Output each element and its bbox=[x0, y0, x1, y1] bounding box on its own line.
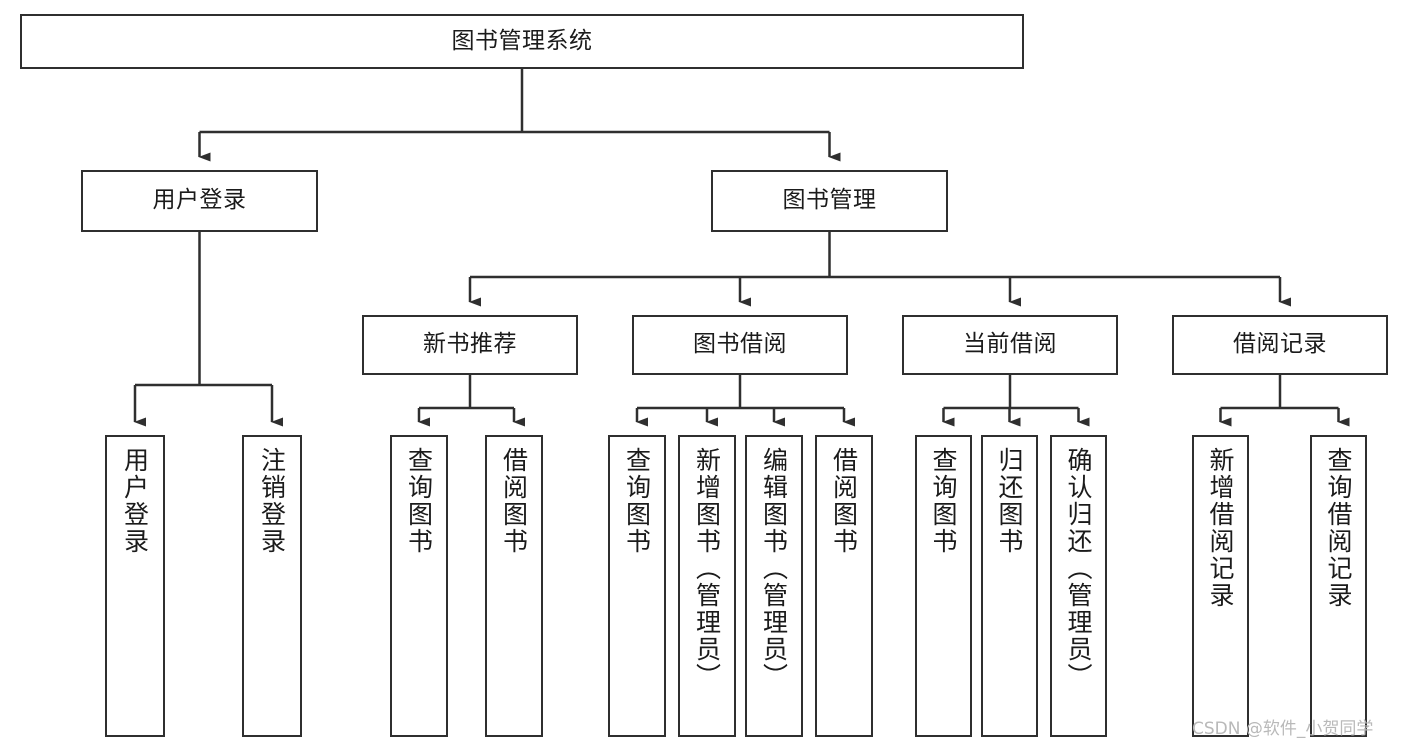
node-label: 查询图书 bbox=[929, 447, 958, 555]
node-leaf-borrow-edit-book[interactable]: 编辑图书（管理员） bbox=[745, 435, 803, 737]
node-leaf-user-logout[interactable]: 注销登录 bbox=[242, 435, 302, 737]
node-leaf-borrow-borrow-book[interactable]: 借阅图书 bbox=[815, 435, 873, 737]
node-label: 用户登录 bbox=[152, 187, 247, 214]
node-leaf-borrow-add-book[interactable]: 新增图书（管理员） bbox=[678, 435, 736, 737]
node-leaf-current-query-book[interactable]: 查询图书 bbox=[915, 435, 972, 737]
node-book-manage[interactable]: 图书管理 bbox=[711, 170, 948, 232]
node-label: 用户登录 bbox=[120, 447, 150, 555]
node-label: 注销登录 bbox=[257, 447, 287, 555]
node-leaf-record-query[interactable]: 查询借阅记录 bbox=[1310, 435, 1367, 737]
node-leaf-record-add[interactable]: 新增借阅记录 bbox=[1192, 435, 1249, 737]
node-book-borrow[interactable]: 图书借阅 bbox=[632, 315, 848, 375]
node-leaf-current-return-book[interactable]: 归还图书 bbox=[981, 435, 1038, 737]
node-borrow-record[interactable]: 借阅记录 bbox=[1172, 315, 1388, 375]
node-label: 图书借阅 bbox=[693, 331, 787, 358]
node-current-borrow[interactable]: 当前借阅 bbox=[902, 315, 1118, 375]
node-label: 当前借阅 bbox=[963, 331, 1057, 358]
node-label: 图书管理系统 bbox=[451, 27, 593, 54]
node-leaf-user-login[interactable]: 用户登录 bbox=[105, 435, 165, 737]
node-label: 查询图书 bbox=[404, 447, 434, 555]
node-label: 编辑图书（管理员） bbox=[759, 447, 789, 690]
node-leaf-borrow-query-book[interactable]: 查询图书 bbox=[608, 435, 666, 737]
node-label: 查询借阅记录 bbox=[1324, 447, 1353, 609]
node-user-login[interactable]: 用户登录 bbox=[81, 170, 318, 232]
node-label: 查询图书 bbox=[622, 447, 652, 555]
node-label: 图书管理 bbox=[782, 187, 877, 214]
node-label: 新增借阅记录 bbox=[1206, 447, 1235, 609]
node-leaf-rec-borrow-book[interactable]: 借阅图书 bbox=[485, 435, 543, 737]
node-label: 新增图书（管理员） bbox=[692, 447, 722, 690]
node-leaf-current-confirm-return[interactable]: 确认归还（管理员） bbox=[1050, 435, 1107, 737]
node-label: 借阅图书 bbox=[829, 447, 859, 555]
node-label: 新书推荐 bbox=[423, 331, 517, 358]
node-leaf-rec-query-book[interactable]: 查询图书 bbox=[390, 435, 448, 737]
node-new-book-rec[interactable]: 新书推荐 bbox=[362, 315, 578, 375]
node-root[interactable]: 图书管理系统 bbox=[20, 14, 1024, 69]
node-label: 借阅图书 bbox=[499, 447, 529, 555]
node-label: 确认归还（管理员） bbox=[1064, 447, 1093, 690]
node-label: 归还图书 bbox=[995, 447, 1024, 555]
node-label: 借阅记录 bbox=[1233, 331, 1327, 358]
